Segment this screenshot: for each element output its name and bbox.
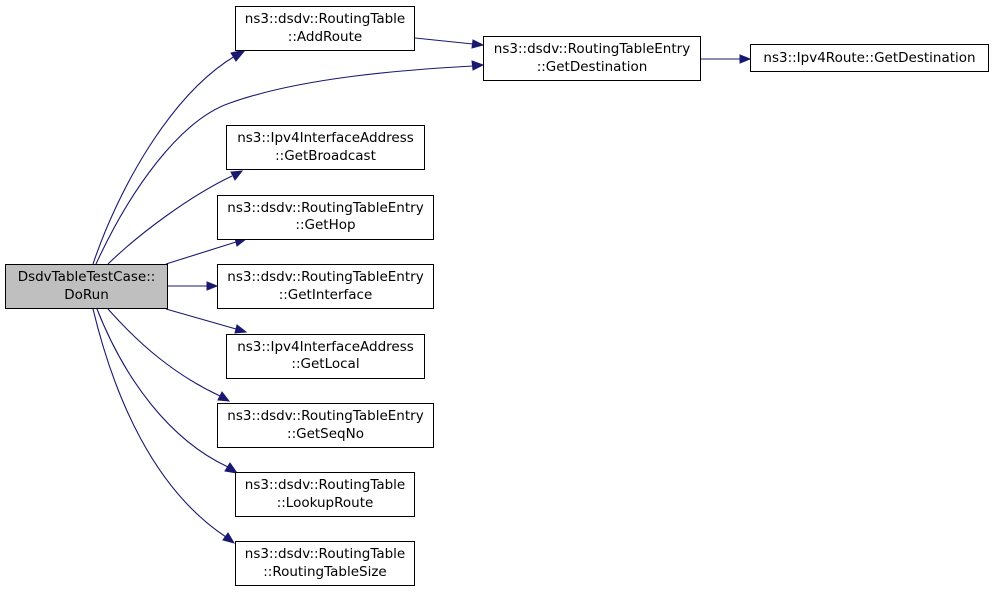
node-label-line2: DoRun [64,287,109,303]
edge-arrowhead [739,54,752,64]
edge-arrowhead [471,60,485,71]
edge-root-to-getseqno [107,308,221,397]
node-label-line1: ns3::dsdv::RoutingTableEntry [494,41,690,57]
edge-root-to-addroute [92,55,236,265]
node-label-line2: ::GetSeqNo [287,426,364,442]
edge-root-to-gethop [165,241,237,265]
node-label-line2: ::RoutingTableSize [263,564,386,580]
node-routingtableentry-getseqno[interactable]: ns3::dsdv::RoutingTableEntry ::GetSeqNo [217,403,434,448]
edge-root-to-lookuproute [96,308,229,468]
node-dsdvtabletestcase-dorun[interactable]: DsdvTableTestCase:: DoRun [5,264,168,309]
node-label-line1: ns3::Ipv4InterfaceAddress [237,130,414,146]
node-label-line1: ns3::dsdv::RoutingTable [245,546,405,562]
node-label-line2: ::GetLocal [291,356,359,372]
node-label-line1: ns3::dsdv::RoutingTableEntry [227,200,423,216]
node-ipv4interfaceaddress-getbroadcast[interactable]: ns3::Ipv4InterfaceAddress ::GetBroadcast [226,125,425,170]
edge-arrowhead [471,39,485,49]
node-label-line2: ::LookupRoute [277,495,374,511]
node-routingtableentry-gethop[interactable]: ns3::dsdv::RoutingTableEntry ::GetHop [217,195,434,240]
node-ipv4interfaceaddress-getlocal[interactable]: ns3::Ipv4InterfaceAddress ::GetLocal [226,334,425,379]
node-label-line2: ::GetDestination [537,59,648,75]
edge-root-to-entry-getdestination [95,65,474,265]
node-routingtable-addroute[interactable]: ns3::dsdv::RoutingTable ::AddRoute [235,6,415,51]
edge-arrowhead [206,281,219,291]
nodes: DsdvTableTestCase:: DoRun ns3::dsdv::Rou… [5,6,989,586]
node-label-line1: ns3::dsdv::RoutingTableEntry [227,408,423,424]
node-label-line1: ns3::Ipv4Route::GetDestination [763,50,975,66]
node-routingtableentry-getdestination[interactable]: ns3::dsdv::RoutingTableEntry ::GetDestin… [483,36,701,81]
node-routingtableentry-getinterface[interactable]: ns3::dsdv::RoutingTableEntry ::GetInterf… [217,264,434,309]
edge-arrowhead [230,49,247,62]
edge-addroute-to-entry-getdestination [414,37,474,45]
edge-root-to-getbroadcast [107,175,233,265]
edges [92,37,752,544]
node-label-line2: ::GetHop [295,217,355,233]
node-label-line1: DsdvTableTestCase:: [18,269,156,285]
node-label-line1: ns3::Ipv4InterfaceAddress [237,339,414,355]
node-label-line1: ns3::dsdv::RoutingTable [245,477,405,493]
edge-arrowhead [230,170,244,181]
edge-root-to-getlocal [165,308,237,330]
node-label-line2: ::AddRoute [288,29,362,45]
node-ipv4route-getdestination[interactable]: ns3::Ipv4Route::GetDestination [750,44,989,72]
node-label-line2: ::GetBroadcast [275,148,376,164]
edge-arrowhead [222,532,236,544]
node-label-line1: ns3::dsdv::RoutingTableEntry [227,269,423,285]
node-routingtable-routingtablesize[interactable]: ns3::dsdv::RoutingTable ::RoutingTableSi… [235,541,415,586]
edge-root-to-routingtablesize [92,308,227,538]
node-routingtable-lookuproute[interactable]: ns3::dsdv::RoutingTable ::LookupRoute [235,472,415,517]
edge-arrowhead [224,462,239,474]
node-label-line1: ns3::dsdv::RoutingTable [245,11,405,27]
edge-arrowhead [234,324,248,334]
node-label-line2: ::GetInterface [279,287,373,303]
edge-arrowhead [217,391,231,402]
